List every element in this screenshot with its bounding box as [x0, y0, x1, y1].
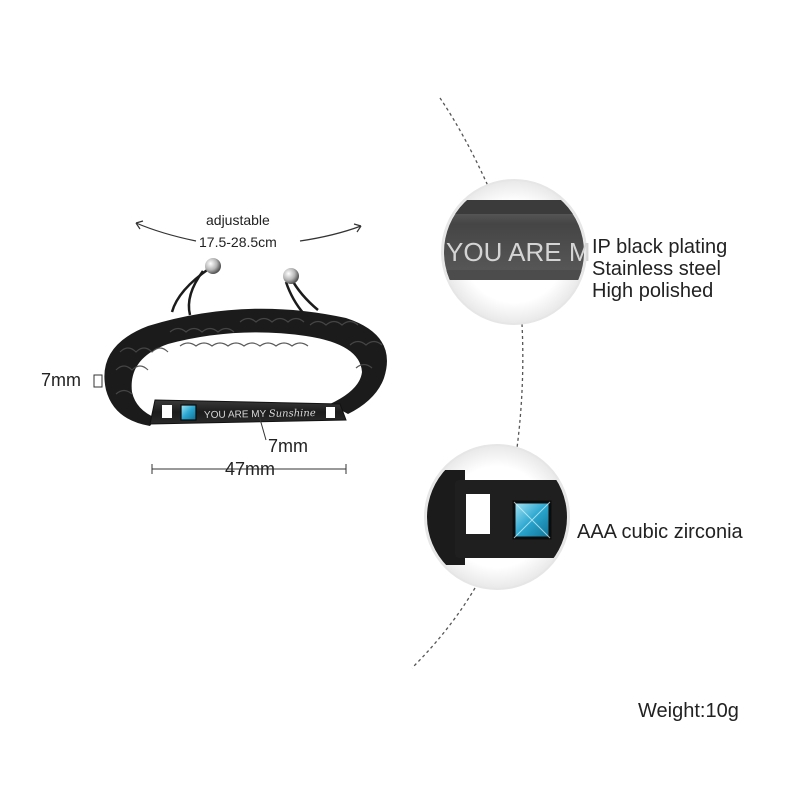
adjustable-arrow-left [135, 220, 197, 242]
bar-engraving: YOU ARE MY Sunshine [203, 408, 316, 421]
bead-right [283, 268, 299, 284]
feature-polished: High polished [592, 280, 714, 302]
dimension-marks [93, 374, 347, 474]
bar-length-label: 47mm [225, 459, 276, 479]
zoom-engraving-text: YOU ARE M [446, 237, 591, 267]
bar-stone [180, 404, 197, 421]
braided-band [104, 308, 387, 426]
zirconia-feature: AAA cubic zirconia [577, 521, 743, 543]
weight-label: Weight:10g [638, 700, 739, 722]
zoom-circle-plating [441, 179, 587, 325]
size-range-label: 17.5-28.5cm [199, 234, 277, 250]
adjustable-label: adjustable [206, 212, 270, 228]
bead-left [205, 258, 221, 274]
plating-features: IP black plating Stainless steel High po… [592, 236, 727, 302]
zoom-circle-stone [424, 444, 570, 590]
feature-steel: Stainless steel [592, 258, 721, 280]
connector-dashes [411, 97, 524, 669]
bar-height-label: 7mm [268, 436, 308, 456]
feature-ip-plating: IP black plating [592, 236, 728, 258]
band-width-label: 7mm [41, 370, 81, 390]
adjustable-arrow-right [299, 223, 362, 242]
engraved-bar [149, 399, 347, 425]
